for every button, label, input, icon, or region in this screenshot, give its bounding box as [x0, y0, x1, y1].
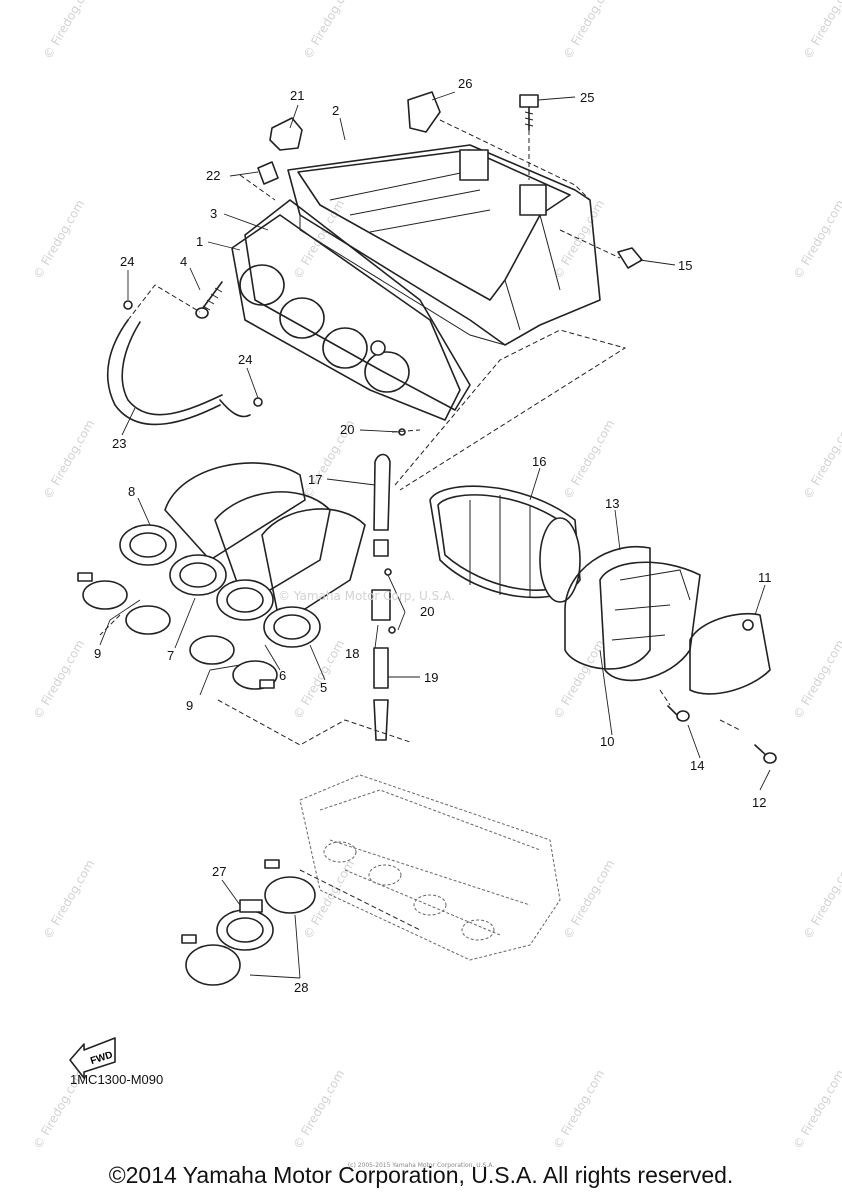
- seal-13: [564, 545, 651, 670]
- callout-21: 21: [290, 88, 304, 103]
- callout-28: 28: [294, 980, 308, 995]
- callout-6: 6: [279, 668, 286, 683]
- bolt-25: [519, 94, 539, 131]
- watermark-text: © Firedog.com: [800, 417, 842, 501]
- watermark-text: © Firedog.com: [30, 197, 87, 281]
- watermark-text: © Firedog.com: [560, 0, 617, 62]
- callout-9a: 9: [94, 646, 101, 661]
- watermark-text: © Firedog.com: [790, 1067, 842, 1151]
- callout-26: 26: [458, 76, 472, 91]
- callout-1: 1: [196, 234, 203, 249]
- callout-18: 18: [345, 646, 359, 661]
- watermark-text: © Firedog.com: [550, 637, 607, 721]
- callout-3: 3: [210, 206, 217, 221]
- drain-hoses: [371, 428, 406, 741]
- callout-14: 14: [690, 758, 704, 773]
- watermark-text: © Firedog.com: [800, 0, 842, 62]
- watermark-text: © Firedog.com: [550, 1067, 607, 1151]
- watermark-text: © Firedog.com: [290, 1067, 347, 1151]
- carburetor-assembly-reference: [299, 774, 561, 961]
- carburetor-joints: [119, 462, 366, 648]
- callout-5: 5: [320, 680, 327, 695]
- callout-7: 7: [167, 648, 174, 663]
- callout-13: 13: [605, 496, 619, 511]
- screw-14: [667, 705, 690, 722]
- watermark-text: © Firedog.com: [790, 637, 842, 721]
- watermark-text: © Firedog.com: [30, 637, 87, 721]
- leader-lines: [99, 91, 771, 979]
- watermark-text: © Firedog.com: [40, 857, 97, 941]
- callout-24b: 24: [238, 352, 252, 367]
- clip-26: [407, 91, 441, 133]
- callout-9b: 9: [186, 698, 193, 713]
- watermark-text: © Firedog.com: [560, 857, 617, 941]
- callout-24a: 24: [120, 254, 134, 269]
- joint-27: [216, 899, 274, 951]
- assembly-reference-lines: [99, 119, 741, 931]
- watermark-text: © Firedog.com: [800, 857, 842, 941]
- callout-20b: 20: [420, 604, 434, 619]
- callout-19: 19: [424, 670, 438, 685]
- callout-11: 11: [758, 570, 772, 585]
- cover-11: [689, 612, 771, 695]
- part-21-22: [257, 117, 303, 185]
- clamps-9: [77, 572, 278, 690]
- callout-10: 10: [600, 734, 614, 749]
- air-filter-element-16: [429, 485, 581, 603]
- callout-27: 27: [212, 864, 226, 879]
- watermark-layer: © Firedog.com © Firedog.com © Firedog.com ©…: [30, 0, 842, 1152]
- watermark-text: © Firedog.com: [290, 637, 347, 721]
- center-watermark: © Yamaha Motor Corp, U.S.A.: [278, 589, 455, 603]
- callout-17: 17: [308, 472, 322, 487]
- watermark-text: © Firedog.com: [550, 197, 607, 281]
- tiny-copyright: (c) 2005-2015 Yamaha Motor Corporation, …: [347, 1162, 495, 1169]
- nut-15: [617, 247, 643, 269]
- callout-16: 16: [532, 454, 546, 469]
- callout-20a: 20: [340, 422, 354, 437]
- callout-23: 23: [112, 436, 126, 451]
- watermark-text: © Firedog.com: [300, 0, 357, 62]
- callout-25: 25: [580, 90, 594, 105]
- screw-12: [754, 744, 777, 764]
- footer-copyright: ©2014 Yamaha Motor Corporation, U.S.A. A…: [108, 1162, 734, 1188]
- air-box-case: [287, 144, 601, 346]
- gasket-and-joint-plate: [231, 199, 471, 421]
- hose-23: [106, 319, 251, 426]
- callout-22: 22: [206, 168, 220, 183]
- callout-2: 2: [332, 103, 339, 118]
- watermark-text: © Firedog.com: [40, 417, 97, 501]
- callout-8: 8: [128, 484, 135, 499]
- watermark-text: © Firedog.com: [300, 857, 357, 941]
- clamps-28: [181, 859, 316, 986]
- watermark-text: © Firedog.com: [40, 0, 97, 62]
- callout-labels: 1 2 3 4 5 6 7 8 9 9 10 11 12 13 14 15 16…: [94, 76, 772, 995]
- callout-4: 4: [180, 254, 187, 269]
- watermark-text: © Firedog.com: [790, 197, 842, 281]
- callout-12: 12: [752, 795, 766, 810]
- fwd-arrow: FWD: [69, 1037, 116, 1079]
- screw-4: [195, 281, 223, 319]
- callout-15: 15: [678, 258, 692, 273]
- diagram-code: 1MC1300-M090: [70, 1072, 164, 1087]
- watermark-text: © Firedog.com: [560, 417, 617, 501]
